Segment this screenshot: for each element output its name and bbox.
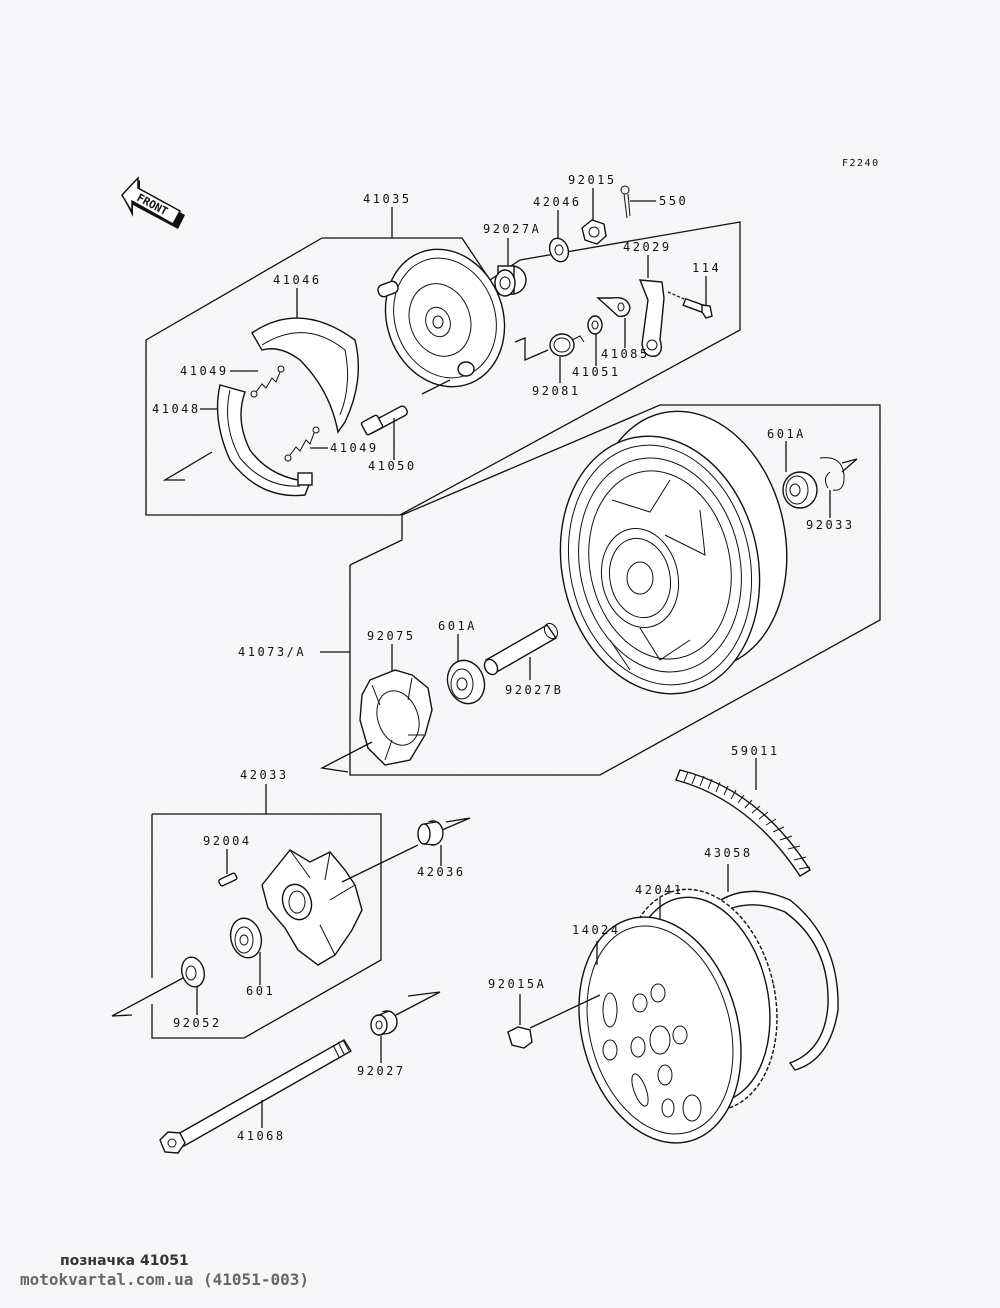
damper-92075	[359, 669, 433, 766]
label-92075: 92075	[367, 629, 416, 643]
label-41049-a: 41049	[180, 364, 229, 378]
label-42036: 42036	[417, 865, 466, 879]
designation-caption: позначка 41051	[60, 1253, 189, 1269]
stud-92004	[218, 872, 238, 887]
collar-92027A	[494, 265, 527, 297]
nut-92015A	[507, 1026, 533, 1049]
label-92027B: 92027B	[505, 683, 563, 697]
label-114: 114	[692, 261, 721, 275]
front-arrow-icon: FRONT	[121, 176, 185, 229]
brake-panel	[377, 248, 506, 388]
label-41073A: 41073/A	[238, 645, 306, 659]
label-41068: 41068	[237, 1129, 286, 1143]
label-41050: 41050	[368, 459, 417, 473]
label-601A-mid: 601A	[438, 619, 477, 633]
sprocket-hub-42033	[261, 849, 363, 966]
cotter-pin-550	[620, 185, 631, 219]
brake-shoe-upper	[251, 317, 359, 434]
brake-shoe-lower	[216, 384, 313, 497]
label-92052: 92052	[173, 1016, 222, 1030]
rear-wheel	[559, 410, 788, 695]
label-41035: 41035	[363, 192, 412, 206]
label-92015A: 92015A	[488, 977, 546, 991]
label-14024: 14024	[572, 923, 621, 937]
label-42046: 42046	[533, 195, 582, 209]
label-92081: 92081	[532, 384, 581, 398]
spring-92081	[549, 333, 585, 357]
spacer-92027B	[483, 622, 559, 676]
diagram-code: F2240	[842, 158, 880, 169]
spring-41049-upper	[250, 365, 285, 398]
label-42029: 42029	[623, 240, 672, 254]
hub-group-outline	[151, 813, 382, 1039]
label-92027A: 92027A	[483, 222, 541, 236]
label-601A-top: 601A	[767, 427, 806, 441]
label-42033: 42033	[240, 768, 289, 782]
source-watermark: motokvartal.com.ua (41051-003)	[20, 1270, 309, 1289]
sprocket-coupling-14024	[578, 916, 742, 1144]
spring-41049-lower	[284, 426, 320, 462]
axle-41068	[159, 1039, 352, 1154]
label-59011: 59011	[731, 744, 780, 758]
label-42041: 42041	[635, 883, 684, 897]
bearing-601	[229, 917, 263, 959]
brake-cam	[360, 405, 408, 436]
label-92004: 92004	[203, 834, 252, 848]
label-41051: 41051	[572, 365, 621, 379]
bearing-601A-top	[782, 471, 818, 509]
wheel-group-outline	[349, 404, 881, 776]
drive-belt-59011	[675, 769, 811, 877]
label-601: 601	[246, 984, 275, 998]
label-92033: 92033	[806, 518, 855, 532]
label-41048: 41048	[152, 402, 201, 416]
label-92027: 92027	[357, 1064, 406, 1078]
label-41049-b: 41049	[330, 441, 379, 455]
label-92015: 92015	[568, 173, 617, 187]
nut-92015	[581, 219, 607, 245]
seal-41051	[587, 315, 603, 335]
circlip-92033	[819, 457, 845, 491]
brake-lever-42029	[638, 279, 665, 357]
brake-group-outline	[145, 221, 741, 516]
indicator-41085	[596, 297, 631, 318]
label-43058: 43058	[704, 846, 753, 860]
collar-42036	[417, 820, 444, 846]
label-550: 550	[659, 194, 688, 208]
collar-92027	[370, 1010, 398, 1036]
bolt-114	[667, 291, 713, 319]
washer-42046	[548, 237, 570, 263]
seal-92052	[180, 956, 206, 988]
label-41085: 41085	[601, 347, 650, 361]
bearing-601A-mid	[446, 659, 486, 705]
label-41046: 41046	[273, 273, 322, 287]
